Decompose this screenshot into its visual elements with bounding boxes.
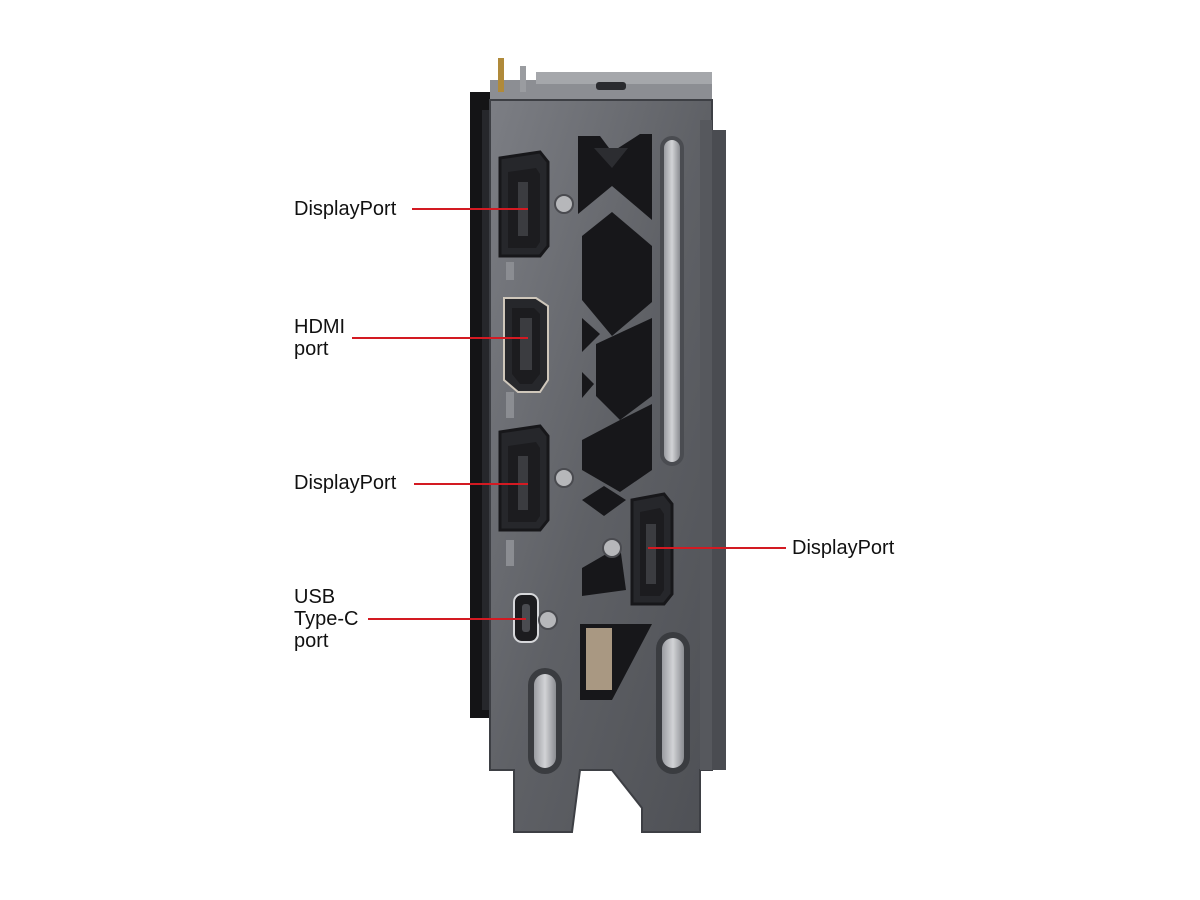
callout-text: port — [294, 338, 329, 360]
displayport-connector-3 — [630, 492, 674, 606]
callout-displayport-1: DisplayPort — [294, 198, 396, 220]
bracket-top-flange — [490, 58, 712, 102]
bracket-rails — [660, 136, 684, 466]
callout-text: Type-C — [294, 608, 359, 630]
bracket-screws — [538, 194, 622, 630]
leader-line-displayport-2 — [414, 483, 528, 485]
vent-openings — [578, 134, 652, 700]
hdmi-connector — [503, 297, 549, 393]
leader-line-usb-type-c — [368, 618, 526, 620]
callout-text: port — [294, 630, 329, 652]
callout-displayport-2: DisplayPort — [294, 472, 396, 494]
card-pcb-edge — [470, 92, 492, 718]
leader-line-displayport-1 — [412, 208, 528, 210]
bracket-port-engraving — [506, 262, 514, 566]
callout-usb-type-c-port: USB Type-C port — [294, 586, 358, 652]
callout-text: DisplayPort — [294, 472, 397, 494]
displayport-connector-2 — [498, 424, 550, 532]
callout-displayport-3: DisplayPort — [792, 537, 894, 559]
callout-text: HDMI — [294, 316, 346, 338]
callout-text: DisplayPort — [294, 198, 397, 220]
displayport-connector-1 — [498, 150, 550, 258]
leader-line-displayport-3 — [648, 547, 786, 549]
callout-text: USB — [294, 586, 336, 608]
leader-line-hdmi — [352, 337, 528, 339]
callout-text: DisplayPort — [792, 537, 895, 559]
callout-hdmi-port: HDMI port — [294, 316, 345, 360]
bracket-bottom-slots — [528, 632, 690, 774]
